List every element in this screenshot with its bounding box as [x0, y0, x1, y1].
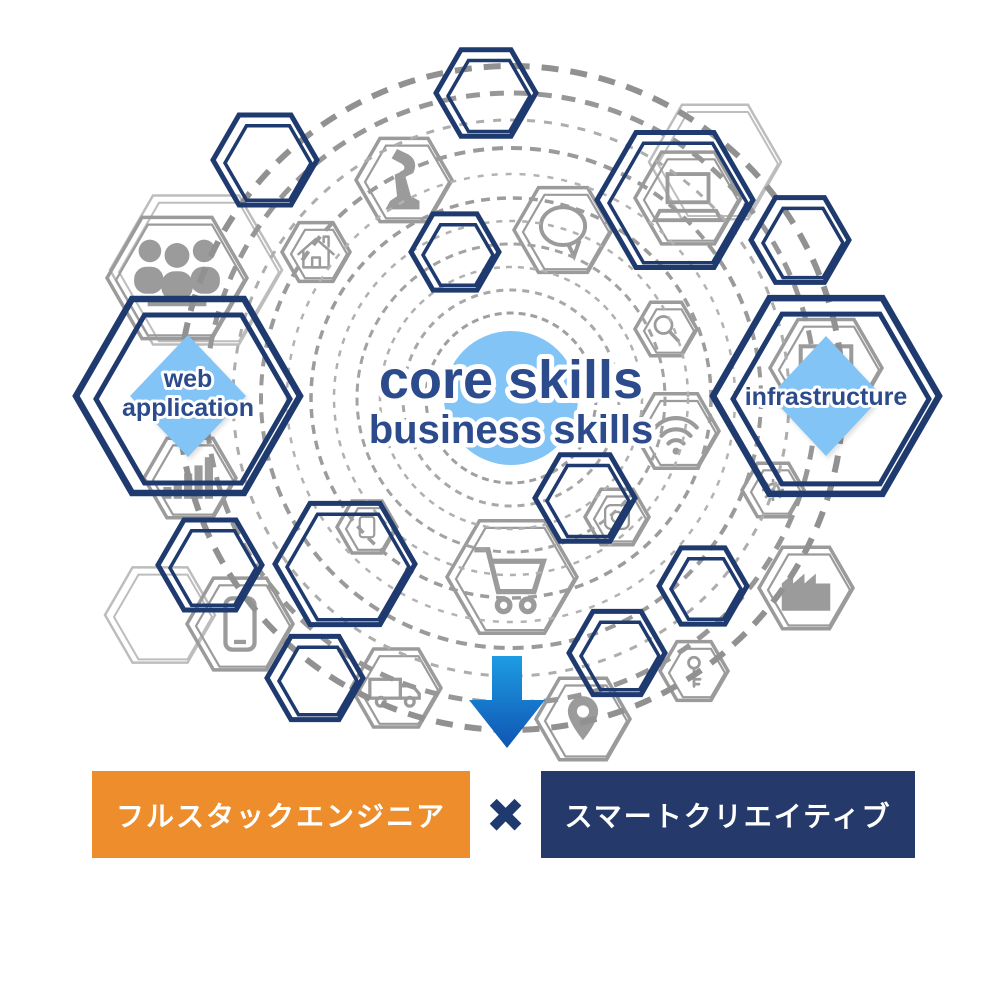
wifi-icon — [653, 416, 699, 455]
robot-arm-icon — [385, 149, 420, 210]
cart-icon — [474, 547, 547, 615]
navy-hexagon — [272, 500, 418, 628]
search-hexagon — [632, 300, 700, 358]
factory-icon — [781, 573, 831, 611]
navy-hexagon — [656, 545, 750, 627]
navy-hexagon — [210, 112, 320, 208]
infrastructure-diamond — [770, 336, 882, 456]
dashed-ring — [424, 311, 598, 485]
navy-hexagon — [264, 633, 366, 723]
navy-hexagon — [748, 195, 852, 285]
dashed-ring — [378, 265, 644, 531]
web-application-label: application — [122, 394, 254, 422]
web-application-label: web — [163, 365, 213, 393]
dashed-ring — [355, 242, 667, 554]
fullstack-engineer-badge: フルスタックエンジニア — [92, 771, 470, 858]
navy-hexagon — [408, 211, 502, 293]
laptop-icon — [651, 172, 725, 223]
down-arrow-icon — [469, 656, 545, 748]
pin-icon — [567, 696, 599, 741]
dashed-ring — [259, 146, 763, 650]
multiply-sign: × — [488, 784, 522, 846]
card-icon — [358, 515, 376, 539]
laptop-hexagon — [632, 150, 744, 246]
truck-icon — [368, 677, 421, 708]
truck-hexagon — [348, 647, 444, 729]
robot-arm-hexagon — [353, 136, 455, 224]
center-circle — [444, 331, 578, 465]
infrastructure-label: infrastructure — [745, 383, 908, 411]
search-icon — [653, 315, 681, 343]
chat-hexagon — [511, 185, 615, 275]
core-skills-title: core skills — [379, 350, 643, 410]
background-hexagon — [103, 566, 217, 664]
factory-hexagon — [756, 545, 856, 631]
background-hexagon — [647, 103, 783, 221]
navy-hexagon — [155, 517, 265, 613]
infrastructure-label-group: infrastructure — [709, 294, 943, 498]
wifi-hexagon — [630, 392, 722, 470]
dashed-ring — [332, 219, 690, 577]
pin-hexagon — [533, 676, 633, 762]
web-application-diamond — [130, 335, 246, 457]
dashed-ring — [401, 288, 621, 508]
business-skills-subtitle: business skills — [369, 408, 654, 452]
navy-hexagon — [594, 130, 756, 270]
navy-hexagon — [566, 608, 668, 698]
navy-hexagon — [532, 452, 638, 544]
navy-hexagon — [433, 47, 539, 139]
people-hexagon — [104, 215, 250, 341]
smart-creative-badge: スマートクリエイティブ — [541, 771, 915, 858]
home-hexagon — [279, 220, 353, 284]
card-hexagon — [334, 499, 400, 555]
